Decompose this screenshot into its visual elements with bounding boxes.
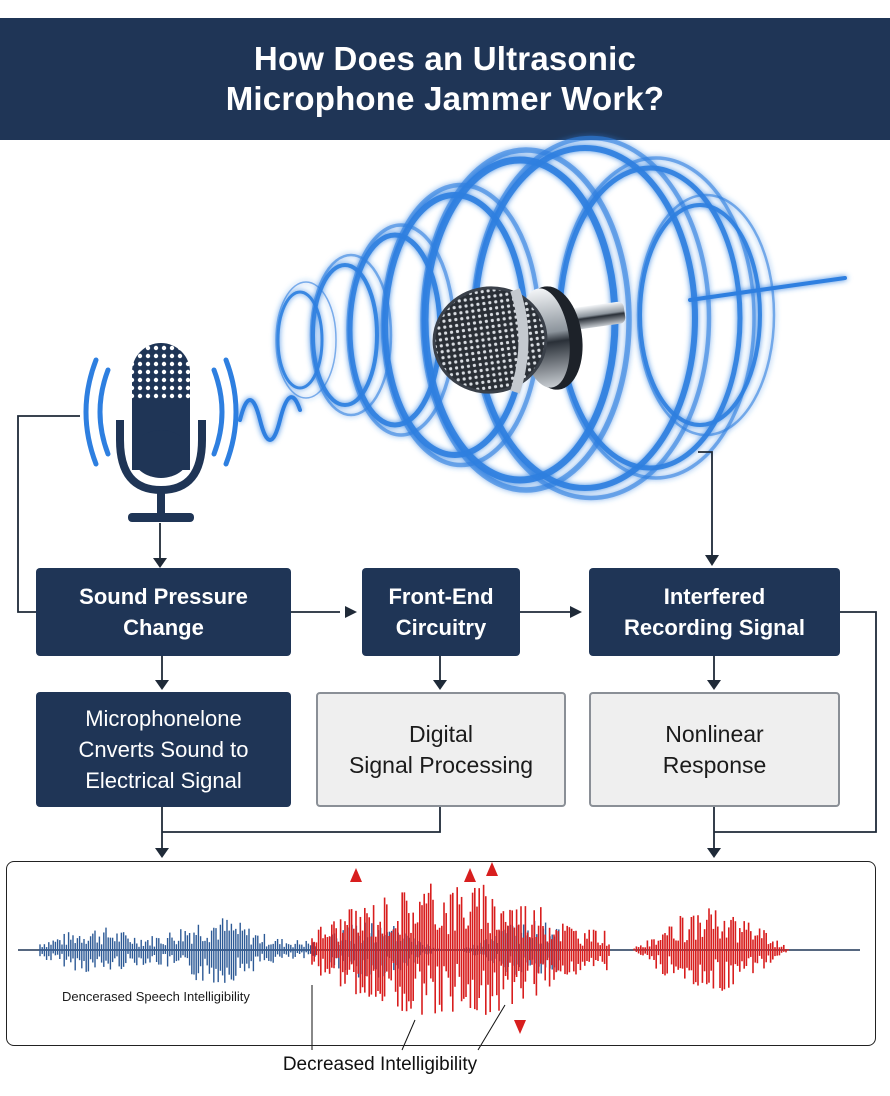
spike-arrows: [350, 862, 526, 1034]
microphone-icon: [83, 343, 239, 522]
arrow-heads: [153, 555, 721, 858]
wave-ring: [275, 281, 337, 399]
box-text: Circuitry: [395, 615, 487, 640]
box-text: Signal Processing: [348, 751, 534, 778]
title-bar: How Does an Ultrasonic Microphone Jammer…: [0, 18, 890, 140]
box-text: Microphonelone: [85, 706, 242, 731]
box-text: Front-End: [388, 584, 494, 609]
bottom-caption: Decreased Intelligibility: [282, 1054, 478, 1075]
wave-tail: [238, 276, 847, 442]
box-text: Response: [662, 751, 767, 778]
title-line-2: Microphone Jammer Work?: [225, 80, 665, 117]
box-text: Cnverts Sound to: [78, 737, 249, 762]
wave-ring: [638, 203, 762, 427]
wave-ring: [276, 290, 324, 390]
jammer-microphone-icon: [432, 286, 626, 394]
box-text: Recording Signal: [624, 615, 805, 640]
wave-ring: [309, 253, 393, 417]
waveform-caption: Dencerased Speech Intelligibility: [62, 989, 250, 1004]
box-text: Change: [123, 615, 204, 640]
box-text: Digital: [409, 720, 473, 747]
box-text: Electrical Signal: [85, 768, 242, 793]
wave-ring: [420, 147, 632, 493]
wave-ring: [636, 193, 776, 437]
title-line-1: How Does an Ultrasonic: [253, 40, 637, 77]
box-text: Interfered: [663, 584, 766, 609]
interference-waveform: [311, 883, 790, 1015]
box-text: Sound Pressure: [79, 584, 248, 609]
box-text: Nonlinear: [665, 720, 764, 747]
wave-ring: [311, 263, 379, 407]
waveform-panel: [6, 861, 876, 1046]
